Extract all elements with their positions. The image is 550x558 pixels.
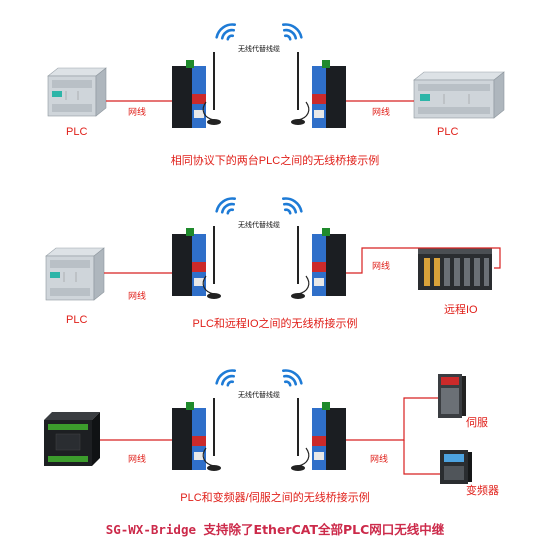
caption: PLC和远程IO之间的无线桥接示例 [192, 318, 358, 330]
plc-icon [413, 71, 505, 119]
footer-text: 支持除了EtherCAT全部PLC网口无线中继 [203, 522, 445, 537]
device-label-left: PLC [66, 126, 88, 138]
wireless-bridge-icon [312, 60, 346, 128]
wireless-label: 无线代替线缆 [238, 46, 280, 53]
wireless-bridge-icon [172, 228, 206, 296]
servo-drive-icon [438, 374, 466, 418]
device-label-right: 远程IO [444, 304, 478, 316]
wireless-bridge-icon [312, 402, 346, 470]
wireless-label: 无线代替线缆 [238, 222, 280, 229]
cable-label-right: 网线 [370, 454, 389, 464]
ethernet-cable [403, 440, 440, 475]
antenna-icon [202, 398, 221, 471]
antenna-icon [291, 226, 310, 299]
vfd-icon [440, 450, 472, 484]
wireless-bridge-icon [312, 228, 346, 296]
servo-label: 伺服 [466, 417, 488, 429]
wifi-icon [281, 197, 303, 215]
cable-label-left: 网线 [128, 107, 147, 117]
footer: SG-WX-Bridge 支持除了EtherCAT全部PLC网口无线中继 [0, 522, 550, 537]
ethernet-cable [330, 397, 438, 441]
plc-icon [47, 67, 107, 117]
wifi-icon [281, 23, 303, 41]
plc-icon [45, 247, 105, 301]
wifi-icon [215, 197, 237, 215]
wifi-icon [281, 369, 303, 387]
caption: 相同协议下的两台PLC之间的无线桥接示例 [170, 155, 380, 167]
device-label-left: PLC [66, 314, 88, 326]
vfd-label: 变频器 [466, 485, 499, 497]
mini-plc-icon [44, 412, 100, 466]
wireless-bridge-icon [172, 60, 206, 128]
cable-label-left: 网线 [128, 454, 147, 464]
caption: PLC和变频器/伺服之间的无线桥接示例 [180, 492, 370, 504]
ethernet-cable [330, 247, 501, 274]
cable-label-left: 网线 [128, 291, 147, 301]
wireless-bridge-icon [172, 402, 206, 470]
wifi-icon [215, 369, 237, 387]
antenna-icon [202, 226, 221, 299]
cable-label-right: 网线 [372, 107, 391, 117]
antenna-icon [291, 52, 310, 125]
cable-label-right: 网线 [372, 261, 391, 271]
wifi-icon [215, 23, 237, 41]
antenna-icon [202, 52, 221, 125]
remote-io-icon [418, 248, 492, 290]
device-label-right: PLC [437, 126, 459, 138]
footer-model: SG-WX-Bridge [105, 522, 196, 537]
wireless-label: 无线代替线缆 [238, 392, 280, 399]
antenna-icon [291, 398, 310, 471]
